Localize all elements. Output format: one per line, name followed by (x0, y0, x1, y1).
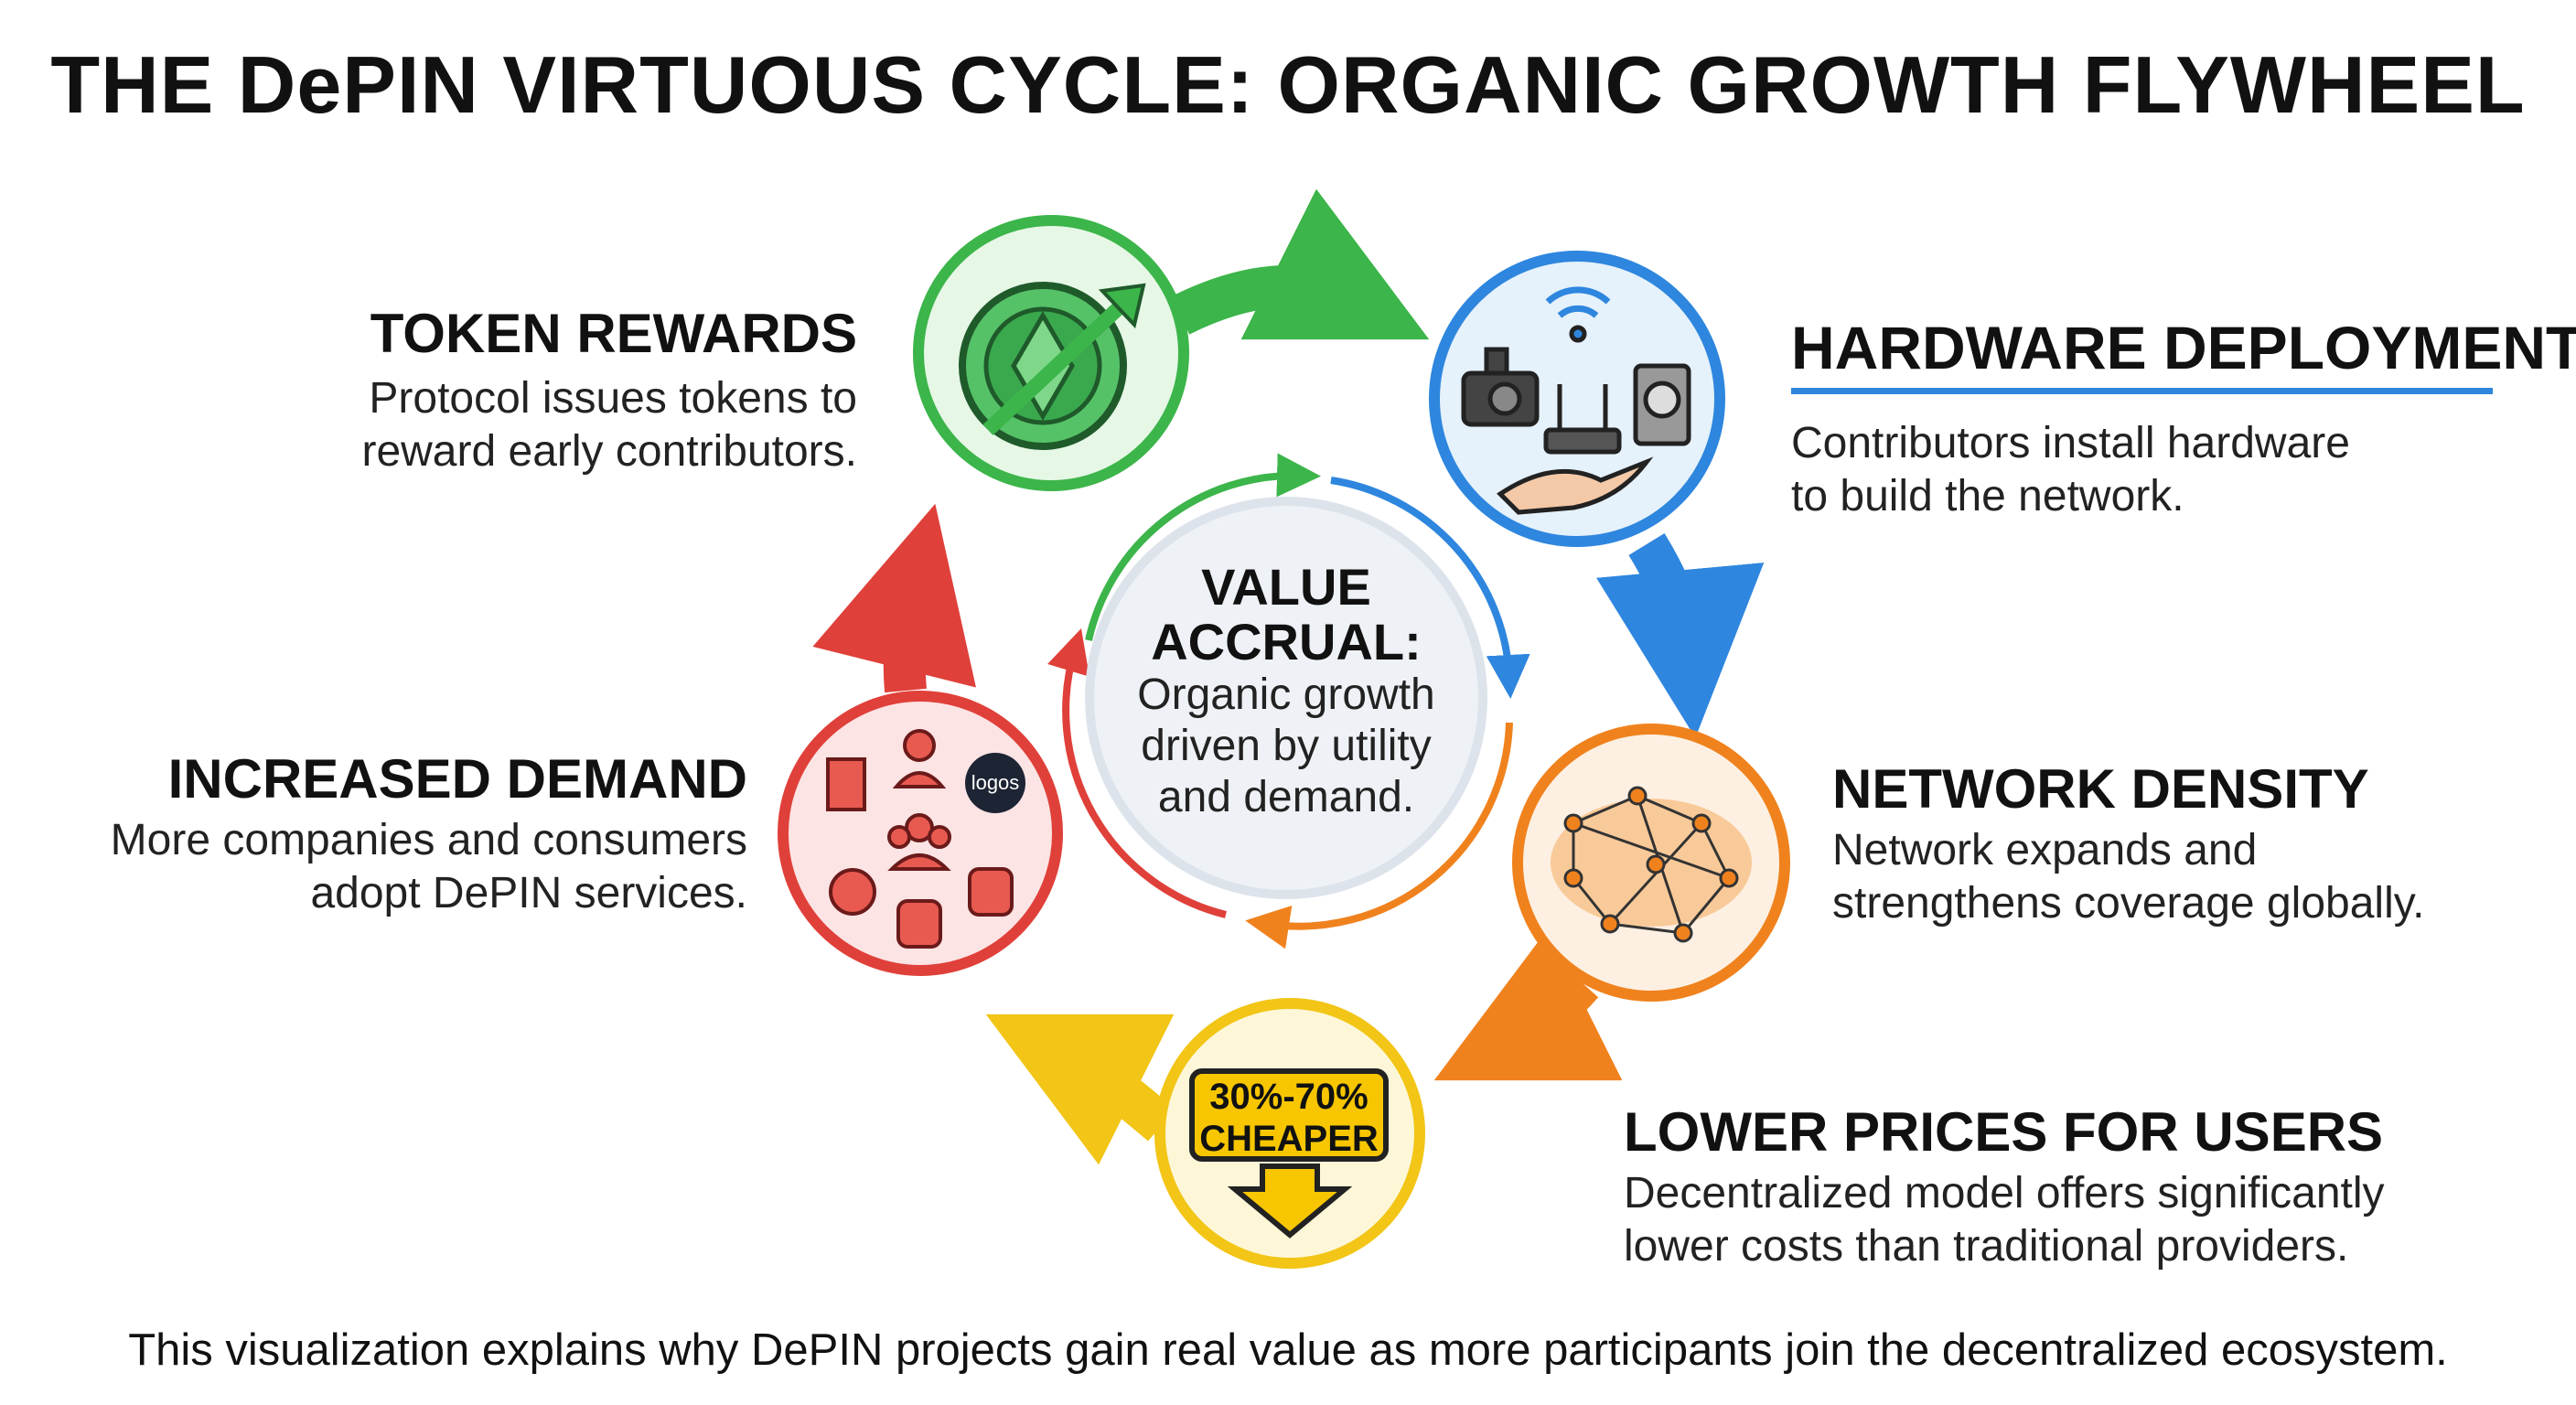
stage-desc-line: Contributors install hardware (1791, 419, 2350, 467)
stage-desc-line: lower costs than traditional providers. (1624, 1222, 2349, 1271)
arrow-network-to-prices (1433, 929, 1623, 1081)
stage-desc-line: strengthens coverage globally. (1832, 879, 2425, 928)
down-arrow-price-icon (1227, 1164, 1353, 1239)
stage-desc-line: adopt DePIN services. (310, 869, 747, 917)
stage-desc-line: reward early contributors. (361, 427, 857, 476)
stage-heading: LOWER PRICES FOR USERS (1624, 1101, 2384, 1163)
badge-label: CHEAPER (1199, 1119, 1379, 1159)
stage-desc-line: Protocol issues tokens to (369, 374, 857, 423)
center-body-line: driven by utility (1141, 722, 1432, 770)
badge-percent: 30%-70% (1209, 1077, 1368, 1117)
users-companies-icon (826, 729, 1014, 949)
hardware-circle (1429, 251, 1725, 547)
arrow-demand-to-token (812, 503, 976, 693)
stage-desc-line: More companies and consumers (110, 816, 747, 864)
cheaper-badge: 30%-70% CHEAPER (1189, 1068, 1389, 1162)
stage-lower-prices: LOWER PRICES FOR USERS Decentralized mod… (1624, 1100, 2385, 1273)
stage-increased-demand: INCREASED DEMAND More companies and cons… (16, 747, 747, 920)
center-body-line: Organic growth (1137, 670, 1435, 719)
stage-heading: HARDWARE DEPLOYMENT (1791, 314, 2576, 381)
inner-arrow-orange (1245, 722, 1513, 949)
center-circle (1085, 497, 1487, 899)
footer-caption: This visualization explains why DePIN pr… (128, 1325, 2448, 1375)
arrow-hardware-to-network (1596, 532, 1765, 738)
page-title: THE DePIN VIRTUOUS CYCLE: ORGANIC GROWTH… (50, 39, 2526, 130)
logos-badge: logos (965, 753, 1025, 813)
center-body-line: and demand. (1157, 773, 1415, 821)
stage-desc-line: Network expands and (1832, 826, 2258, 874)
heading-underline (1791, 388, 2493, 394)
inner-arrow-red (1047, 628, 1227, 918)
inner-arrow-blue (1330, 477, 1530, 699)
arrow-prices-to-demand (985, 1014, 1175, 1165)
stage-desc-line: to build the network. (1791, 472, 2184, 520)
stage-heading: INCREASED DEMAND (167, 748, 747, 810)
stage-heading: TOKEN REWARDS (370, 303, 857, 364)
stage-heading: NETWORK DENSITY (1832, 758, 2369, 820)
center-heading-line: VALUE (1201, 558, 1371, 616)
inner-arrow-green (1085, 453, 1321, 641)
arrow-token-to-hardware (1170, 188, 1430, 340)
stage-network-density: NETWORK DENSITY Network expands and stre… (1832, 757, 2425, 930)
value-accrual-center: VALUE ACCRUAL: Organic growth driven by … (1112, 560, 1460, 823)
ethereum-coin-growth-icon (959, 282, 1146, 450)
stage-token-rewards: TOKEN REWARDS Protocol issues tokens to … (308, 302, 857, 478)
hardware-devices-icon (1461, 286, 1691, 515)
world-network-icon (1551, 786, 1752, 943)
stage-hardware-deployment: HARDWARE DEPLOYMENT Contributors install… (1791, 313, 2576, 523)
center-heading-line: ACCRUAL: (1151, 613, 1422, 670)
stage-desc-line: Decentralized model offers significantly (1624, 1169, 2385, 1217)
